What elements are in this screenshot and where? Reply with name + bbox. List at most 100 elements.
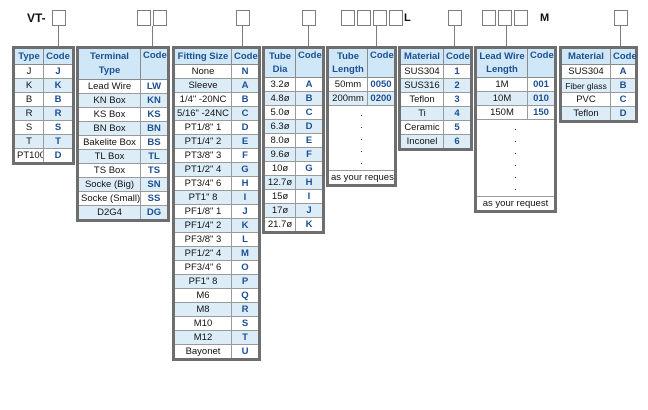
connector-line [376, 26, 377, 47]
cell-label: 12.7ø [263, 175, 296, 190]
cell-label: PF3/4" 6 [173, 260, 232, 275]
cell-code: 001 [527, 77, 556, 92]
cell-label: M12 [173, 330, 232, 345]
code-box-material2 [614, 10, 628, 26]
cell-label: PT1/4" 2 [173, 134, 232, 149]
cell-code: 1 [443, 64, 472, 79]
cell-label: J [13, 64, 44, 79]
table-row: Socke (Small)SS [77, 191, 169, 206]
cell-code: I [295, 189, 324, 204]
cell-label: Ti [399, 106, 444, 121]
cell-code: KS [140, 107, 169, 122]
connector-line [506, 26, 507, 47]
cell-label: 10ø [263, 161, 296, 176]
code-box-type [52, 10, 66, 26]
cell-code: E [231, 134, 260, 149]
cell-label: M10 [173, 316, 232, 331]
cell-code: BN [140, 121, 169, 136]
code-box-material [448, 10, 462, 26]
col-header: Type [13, 47, 44, 65]
cell-code: Q [231, 288, 260, 303]
cell-label: R [13, 106, 44, 121]
table-row: . . . . . [327, 105, 396, 171]
cell-label: Socke (Small) [77, 191, 141, 206]
cell-label: PT1" 8 [173, 190, 232, 205]
cell-label: 4.8ø [263, 91, 296, 106]
cell-label: PF1/4" 2 [173, 218, 232, 233]
cell-code: K [295, 217, 324, 233]
cell-label: PF1/2" 4 [173, 246, 232, 261]
cell-label: Sleeve [173, 78, 232, 93]
cell-label: B [13, 92, 44, 107]
cell-code: 0200 [367, 91, 396, 106]
cell-label: PT3/8" 3 [173, 148, 232, 163]
cell-code: J [295, 203, 324, 218]
col-header: Tube Dia [263, 47, 296, 78]
cell-code: I [231, 190, 260, 205]
cell-code: A [610, 64, 637, 79]
ellipsis-dots: . . . . . . [475, 119, 556, 197]
cell-code: K [43, 78, 74, 93]
cell-label: PF3/8" 3 [173, 232, 232, 247]
code-box-dia [302, 10, 316, 26]
col-header: Lead Wire Length [475, 47, 528, 78]
cell-label: 15ø [263, 189, 296, 204]
cell-label: Fiber glass [560, 78, 611, 93]
cell-label: S [13, 120, 44, 135]
code-boxes-length [341, 10, 403, 26]
col-header: Material [399, 47, 444, 65]
table-row: as your request [327, 170, 396, 186]
connector-line [58, 26, 59, 47]
cell-code: B [295, 91, 324, 106]
code-boxes-leadwire [482, 10, 528, 26]
cell-code: K [231, 218, 260, 233]
cell-label: KS Box [77, 107, 141, 122]
col-header: Code [443, 47, 472, 65]
col-header: Terminal Type [77, 47, 141, 80]
col-header: Fitting Size [173, 47, 232, 65]
cell-code: N [231, 64, 260, 79]
cell-code: H [295, 175, 324, 190]
cell-label: PVC [560, 92, 611, 107]
cell-label: 5.0ø [263, 105, 296, 120]
table-row: Socke (Big)SN [77, 177, 169, 192]
cell-code: SS [140, 191, 169, 206]
cell-code: 5 [443, 120, 472, 135]
cell-code: 150 [527, 105, 556, 120]
cell-label: PT3/4" 6 [173, 176, 232, 191]
cell-code: T [231, 330, 260, 345]
cell-label: T [13, 134, 44, 149]
cell-code: A [295, 77, 324, 92]
cell-code: D [231, 120, 260, 135]
cell-code: S [43, 120, 74, 135]
cell-label: Teflon [560, 106, 611, 122]
code-boxes-terminal [137, 10, 167, 26]
